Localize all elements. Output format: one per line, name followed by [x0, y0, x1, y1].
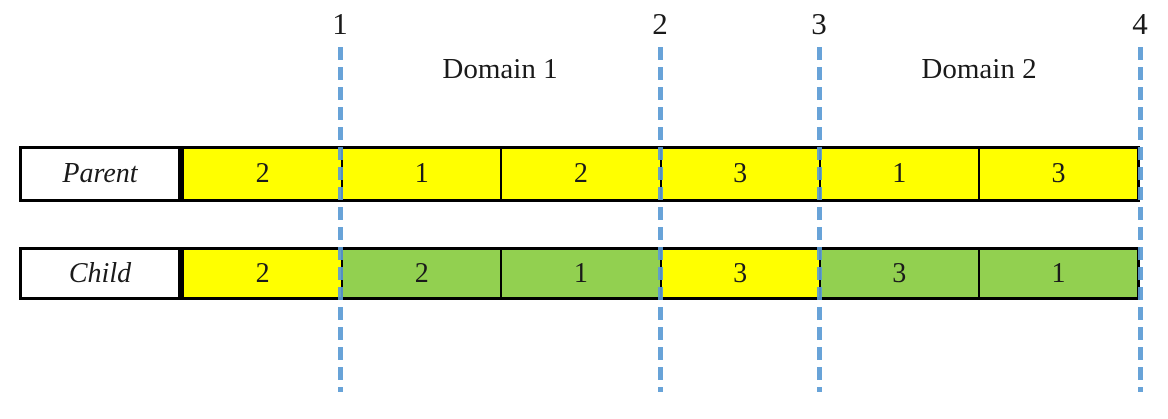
- parent-cell-3: 2: [500, 149, 660, 199]
- child-cell-4: 3: [659, 250, 819, 297]
- cut-point-label-2: 2: [652, 6, 668, 41]
- domain-1-label: Domain 1: [442, 53, 558, 85]
- child-cell-3: 1: [500, 250, 660, 297]
- parent-row: 2 1 2 3 1 3: [181, 146, 1140, 202]
- cut-line-4: [1138, 47, 1143, 392]
- domain-2-label: Domain 2: [921, 53, 1037, 85]
- cut-point-label-4: 4: [1132, 6, 1148, 41]
- parent-cell-1: 2: [184, 149, 342, 199]
- parent-cell-6: 3: [977, 149, 1138, 199]
- child-row-label: Child: [19, 247, 181, 300]
- cut-point-label-3: 3: [811, 6, 827, 41]
- child-cell-6: 1: [977, 250, 1138, 297]
- parent-row-label: Parent: [19, 146, 181, 202]
- cut-point-label-1: 1: [332, 6, 348, 41]
- cut-line-1: [338, 47, 343, 392]
- parent-cell-5: 1: [818, 149, 978, 199]
- child-cell-2: 2: [341, 250, 501, 297]
- parent-cell-4: 3: [659, 149, 819, 199]
- parent-cell-2: 1: [341, 149, 501, 199]
- child-cell-5: 3: [818, 250, 978, 297]
- child-cell-1: 2: [184, 250, 342, 297]
- cut-line-3: [817, 47, 822, 392]
- cut-line-2: [658, 47, 663, 392]
